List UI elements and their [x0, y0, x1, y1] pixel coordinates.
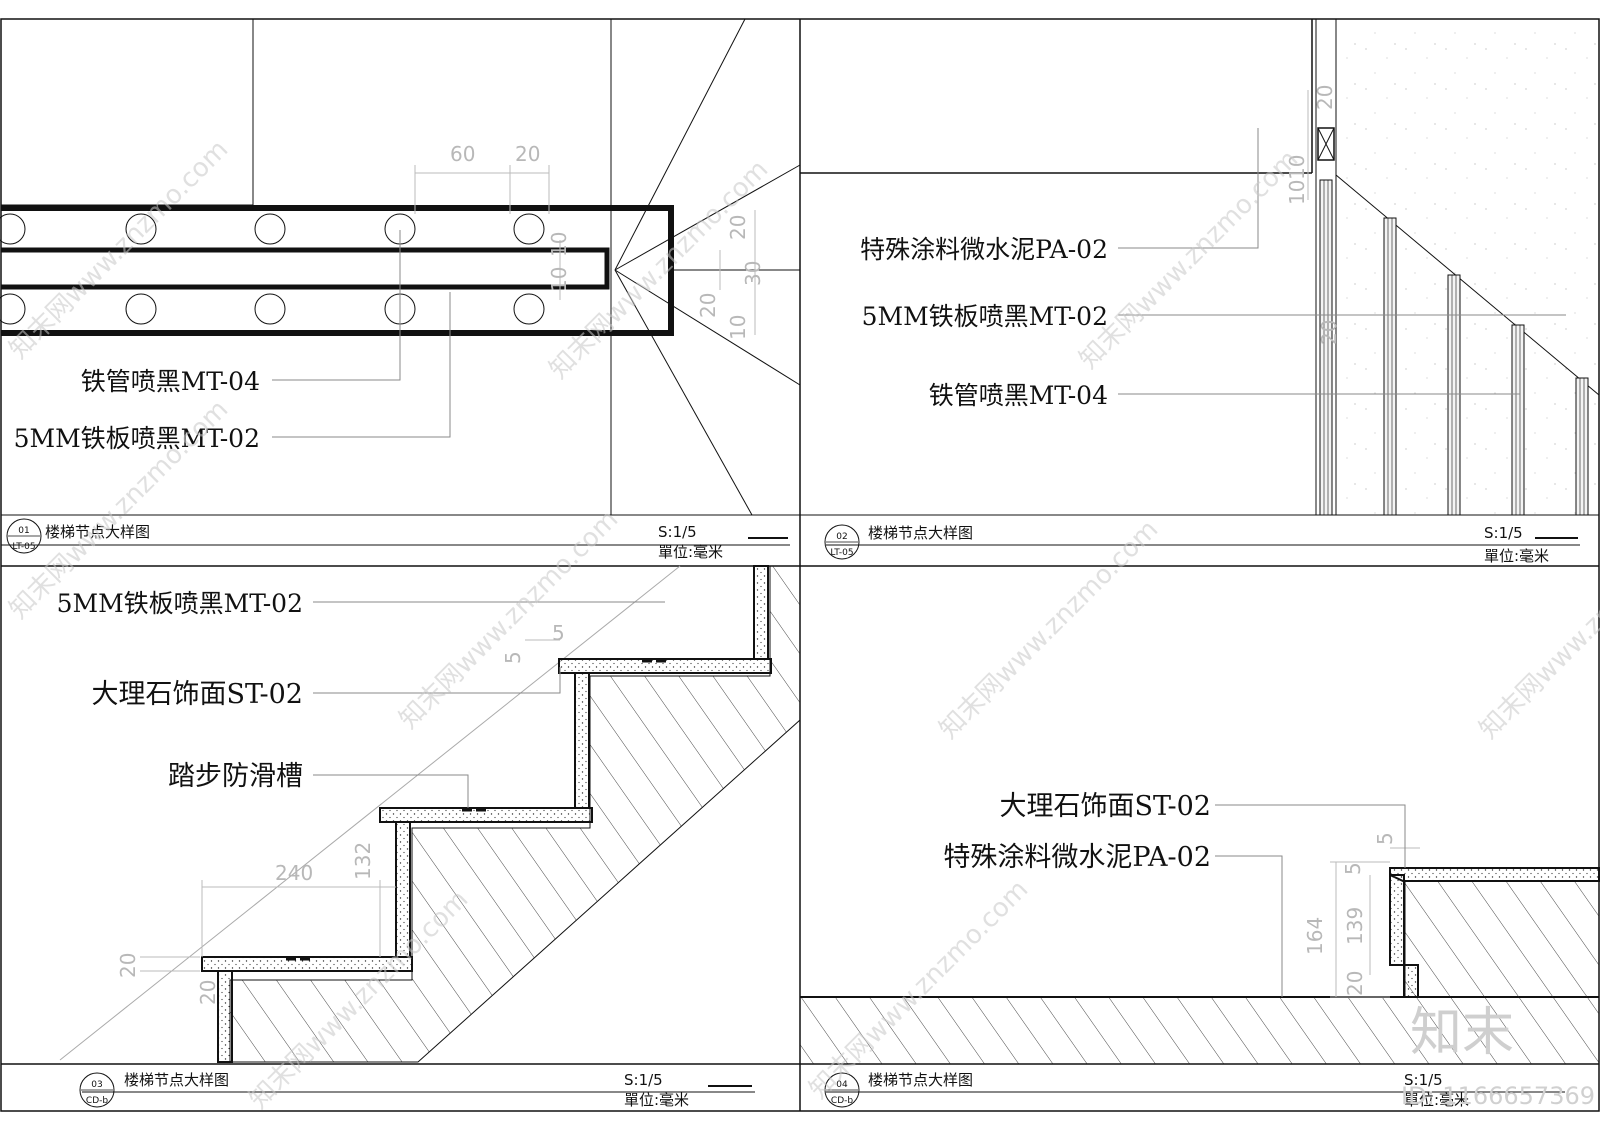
brand-logo: 知末 — [1410, 1003, 1514, 1063]
scale-text: S:1/5 — [624, 1071, 663, 1089]
dim-10-a: 10 — [547, 232, 571, 257]
dim-20-top: 20 — [726, 215, 750, 240]
dim-20-b: 20 — [196, 980, 220, 1005]
scale-text: S:1/5 — [1484, 524, 1523, 542]
badge-number: 03 — [91, 1080, 102, 1090]
scale-text: S:1/5 — [1404, 1071, 1443, 1089]
unit-text: 單位:毫米 — [1484, 547, 1549, 565]
dim-5-b: 5 — [1341, 862, 1365, 875]
unit-text: 單位:毫米 — [658, 543, 723, 561]
unit-text: 單位:毫米 — [624, 1091, 689, 1109]
watermark: 知末网www.znzmo.com — [934, 514, 1165, 745]
dim-20-bottom: 20 — [696, 293, 720, 318]
badge-number: 02 — [836, 532, 847, 542]
title-badge — [824, 524, 860, 560]
label-iron-pipe: 铁管喷黑MT-04 — [81, 367, 260, 396]
title-badge — [6, 518, 42, 554]
label-microcement: 特殊涂料微水泥PA-02 — [860, 235, 1108, 264]
label-iron-plate: 5MM铁板喷黑MT-02 — [14, 424, 260, 453]
watermark: 知末网www.znzmo.com — [1074, 144, 1305, 375]
dim-164: 164 — [1303, 917, 1327, 955]
dim-20: 20 — [515, 142, 540, 166]
panel-4-floor-detail: 5 5 164 139 20 大理石饰面ST-02 特殊涂料微水泥PA-02 0… — [799, 791, 1600, 1109]
dim-132: 132 — [351, 842, 375, 880]
badge-number: 04 — [836, 1080, 848, 1090]
badge-ref: CD-b — [86, 1096, 108, 1106]
label-iron-pipe: 铁管喷黑MT-04 — [929, 381, 1108, 410]
dim-20: 20 — [1343, 971, 1367, 996]
dim-5-a: 5 — [1373, 832, 1397, 845]
dim-10-b: 10 — [1285, 180, 1309, 205]
pipe-section-box — [1317, 127, 1335, 161]
label-iron-plate: 5MM铁板喷黑MT-02 — [57, 589, 303, 618]
dim-20-top: 20 — [1313, 85, 1337, 110]
dim-5-b: 5 — [552, 621, 565, 645]
dim-20-a: 20 — [116, 953, 140, 978]
label-anti-slip: 踏步防滑槽 — [168, 761, 303, 792]
panel-title: 楼梯节点大样图 — [124, 1071, 229, 1089]
dim-20-side: 20 — [1317, 320, 1341, 345]
label-iron-plate: 5MM铁板喷黑MT-02 — [862, 302, 1108, 331]
dim-240: 240 — [275, 861, 313, 885]
scale-text: S:1/5 — [658, 523, 697, 541]
label-marble: 大理石饰面ST-02 — [91, 679, 303, 710]
panel-3-stair-section: 240 132 20 20 5 5 5MM铁板喷黑MT-02 大理石饰面ST-0… — [1, 565, 801, 1109]
unit-text: 單位:毫米 — [1404, 1091, 1469, 1109]
dim-30: 30 — [741, 261, 765, 286]
panel-2-section-detail: 20 10 10 20 特殊涂料微水泥PA-02 5MM铁板喷黑MT-02 铁管… — [800, 18, 1600, 565]
badge-ref: LT-05 — [12, 542, 35, 552]
dim-10-c: 10 — [726, 315, 750, 340]
label-microcement: 特殊涂料微水泥PA-02 — [943, 842, 1211, 873]
dim-5-a: 5 — [501, 651, 525, 664]
dim-10-a: 10 — [1285, 155, 1309, 180]
badge-ref: CD-b — [831, 1096, 853, 1106]
panel-title: 楼梯节点大样图 — [868, 1071, 973, 1089]
dim-139: 139 — [1343, 907, 1367, 945]
panel-title: 楼梯节点大样图 — [868, 524, 973, 542]
dim-10-b: 10 — [547, 267, 571, 292]
badge-ref: LT-05 — [830, 548, 853, 558]
badge-number: 01 — [18, 526, 29, 536]
title-badge — [824, 1072, 860, 1108]
panel-title: 楼梯节点大样图 — [45, 523, 150, 541]
label-marble: 大理石饰面ST-02 — [999, 791, 1211, 822]
title-badge — [79, 1072, 115, 1108]
dim-60: 60 — [450, 142, 475, 166]
id-text: ID: 1166657369 — [1401, 1082, 1595, 1110]
panel-1-plan-detail: 60 20 10 10 20 30 20 10 铁管喷黑MT-04 5MM铁板喷… — [0, 18, 801, 561]
